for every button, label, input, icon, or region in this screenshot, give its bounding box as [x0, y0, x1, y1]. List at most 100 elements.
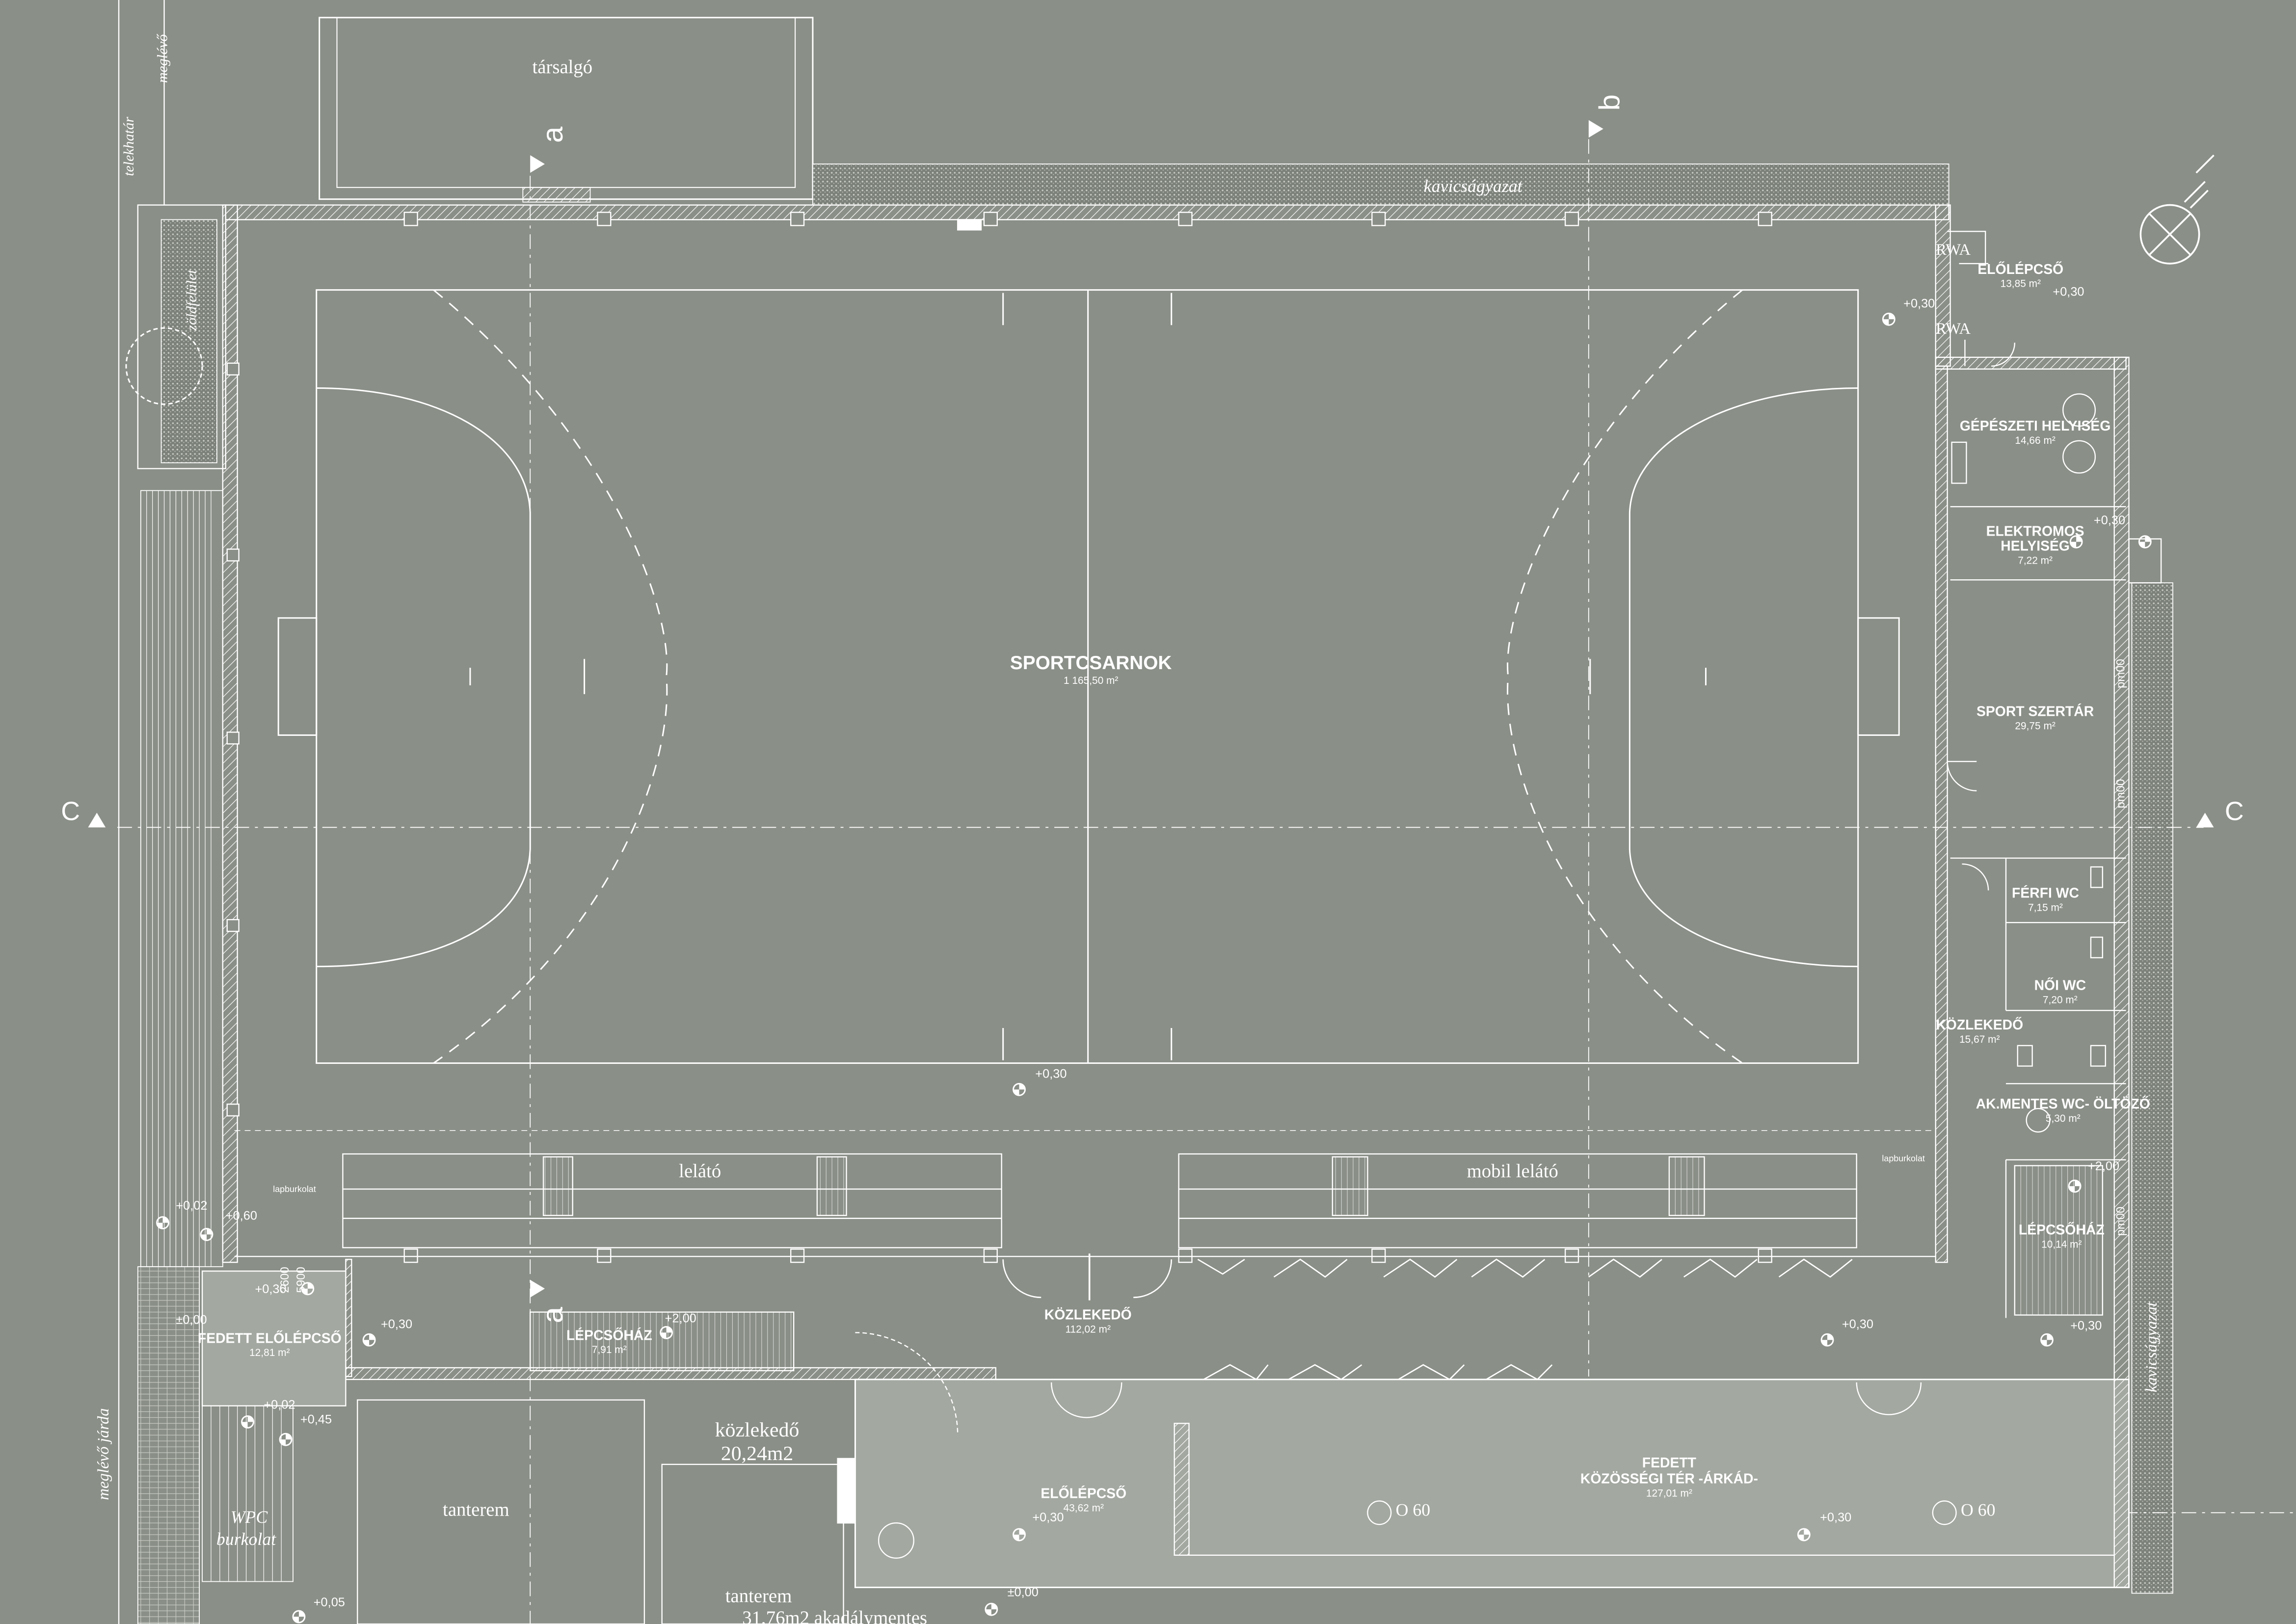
site-labels: kavicságyazat kavicságyazat zöldfelület … — [95, 34, 2161, 1549]
svg-text:+0,45: +0,45 — [300, 1412, 332, 1426]
svg-text:a: a — [536, 1306, 569, 1323]
svg-text:±0,00: ±0,00 — [176, 1313, 207, 1327]
svg-text:+2,00: +2,00 — [665, 1312, 696, 1326]
svg-text:RWA: RWA — [1936, 241, 1971, 259]
svg-text:+2,00: +2,00 — [2088, 1159, 2119, 1173]
svg-text:ELŐLÉPCSŐ: ELŐLÉPCSŐ — [1977, 262, 2063, 277]
svg-text:7,15 m²: 7,15 m² — [2028, 902, 2063, 913]
service-rooms — [1947, 231, 2162, 1318]
svg-text:31,76m2 akadálymentes: 31,76m2 akadálymentes — [742, 1607, 927, 1624]
svg-text:mobil lelátó: mobil lelátó — [1467, 1161, 1558, 1182]
tree-icon — [125, 327, 203, 405]
svg-text:zöldfelület: zöldfelület — [184, 270, 200, 331]
svg-text:ELEKTROMOS: ELEKTROMOS — [1986, 524, 2084, 540]
svg-text:127,01 m²: 127,01 m² — [1646, 1488, 1692, 1499]
svg-text:12,81 m²: 12,81 m² — [249, 1347, 290, 1358]
section-labels: a a b C C — [61, 94, 2243, 1323]
svg-text:társalgó: társalgó — [532, 56, 592, 78]
hall-walls — [222, 204, 2130, 1524]
svg-text:FÉRFI WC: FÉRFI WC — [2012, 885, 2079, 901]
svg-text:kavicságyazat: kavicságyazat — [1424, 176, 1523, 196]
svg-text:NŐI WC: NŐI WC — [2034, 977, 2086, 993]
room-labels: ELŐLÉPCSŐ 13,85 m² GÉPÉSZETI HELYISÉG 14… — [198, 262, 2150, 1514]
stands — [234, 1130, 1936, 1257]
svg-text:pm00: pm00 — [2114, 659, 2128, 688]
svg-text:15,67 m²: 15,67 m² — [1959, 1034, 2000, 1045]
svg-text:FEDETT: FEDETT — [1642, 1455, 1696, 1471]
svg-text:ELŐLÉPCSŐ: ELŐLÉPCSŐ — [1041, 1486, 1126, 1501]
existing-labels: társalgó közlekedő 20,24m2 tanterem tant… — [443, 56, 927, 1624]
svg-text:+0,30: +0,30 — [1820, 1511, 1851, 1524]
svg-text:C: C — [61, 796, 80, 826]
svg-text:tanterem: tanterem — [443, 1499, 509, 1520]
svg-text:b: b — [1593, 94, 1626, 110]
svg-text:+0,30: +0,30 — [1035, 1067, 1067, 1081]
existing-building — [319, 17, 814, 203]
site-lines — [118, 0, 294, 1624]
svg-text:29,75 m²: 29,75 m² — [2015, 720, 2055, 731]
svg-text:±0,00: ±0,00 — [1008, 1585, 1039, 1599]
svg-text:5,30 m²: 5,30 m² — [2046, 1113, 2081, 1124]
svg-text:C: C — [2225, 796, 2244, 826]
svg-text:43,62 m²: 43,62 m² — [1064, 1502, 1104, 1514]
svg-text:+0,60: +0,60 — [226, 1209, 257, 1223]
svg-text:meglévő járda: meglévő járda — [95, 1408, 112, 1500]
svg-text:+0,02: +0,02 — [176, 1199, 207, 1213]
svg-text:a: a — [536, 126, 569, 143]
svg-text:FEDETT ELŐLÉPCSŐ: FEDETT ELŐLÉPCSŐ — [198, 1330, 342, 1346]
svg-text:+0,30: +0,30 — [1903, 297, 1935, 310]
svg-text:AK.MENTES WC- ÖLTÖZŐ: AK.MENTES WC- ÖLTÖZŐ — [1976, 1096, 2150, 1112]
gravel-strip-right — [2131, 582, 2173, 1594]
svg-text:5900: 5900 — [294, 1267, 308, 1293]
svg-text:lapburkolat: lapburkolat — [1882, 1153, 1924, 1163]
svg-text:+0,30: +0,30 — [255, 1282, 286, 1296]
svg-text:+0,30: +0,30 — [2053, 285, 2084, 299]
hall-area: 1 165,50 m² — [1064, 675, 1118, 686]
svg-text:WPC: WPC — [231, 1507, 268, 1527]
svg-text:burkolat: burkolat — [216, 1529, 276, 1549]
court-markings — [277, 289, 1900, 1064]
svg-text:meglévő: meglévő — [154, 34, 170, 83]
hall-name: SPORTCSARNOK — [1010, 652, 1172, 674]
svg-text:14,66 m²: 14,66 m² — [2015, 435, 2055, 446]
svg-text:telekhatár: telekhatár — [121, 116, 137, 176]
svg-text:O 60: O 60 — [1396, 1500, 1431, 1519]
svg-text:közlekedő: közlekedő — [715, 1419, 800, 1441]
svg-text:+0,05: +0,05 — [314, 1596, 345, 1609]
svg-text:KÖZÖSSÉGI TÉR -ÁRKÁD-: KÖZÖSSÉGI TÉR -ÁRKÁD- — [1580, 1471, 1758, 1487]
svg-text:7,22 m²: 7,22 m² — [2018, 555, 2053, 566]
north-arrow-icon — [2139, 154, 2215, 265]
svg-text:GÉPÉSZETI HELYISÉG: GÉPÉSZETI HELYISÉG — [1960, 418, 2111, 434]
svg-text:KÖZLEKEDŐ: KÖZLEKEDŐ — [1936, 1017, 2023, 1033]
svg-text:kavicságyazat: kavicságyazat — [2143, 1301, 2161, 1392]
level-labels: +0,30 +0,30 +0,30 +0,30 +0,30 +0,30 +0,3… — [176, 285, 2125, 1610]
section-lines — [117, 139, 2296, 1624]
svg-text:2600: 2600 — [278, 1267, 292, 1293]
svg-text:10,14 m²: 10,14 m² — [2041, 1239, 2082, 1250]
svg-text:LÉPCSŐHÁZ: LÉPCSŐHÁZ — [2019, 1222, 2105, 1238]
svg-text:HELYISÉG: HELYISÉG — [2001, 539, 2070, 554]
svg-text:tanterem: tanterem — [725, 1585, 792, 1606]
svg-text:pm00: pm00 — [2114, 1207, 2128, 1236]
svg-text:+0,02: +0,02 — [264, 1398, 295, 1412]
svg-text:7,91 m²: 7,91 m² — [592, 1344, 627, 1355]
svg-text:lelátó: lelátó — [679, 1161, 721, 1182]
svg-text:7,20 m²: 7,20 m² — [2043, 994, 2078, 1005]
svg-text:+0,30: +0,30 — [2094, 514, 2125, 527]
dimension-labels: 2600 5900 — [278, 1267, 308, 1293]
svg-text:+0,30: +0,30 — [1842, 1317, 1873, 1331]
structural-columns — [226, 212, 1772, 1263]
svg-text:lapburkolat: lapburkolat — [273, 1184, 316, 1194]
svg-text:SPORT SZERTÁR: SPORT SZERTÁR — [1976, 704, 2094, 720]
svg-text:+0,30: +0,30 — [1032, 1511, 1064, 1524]
svg-text:RWA: RWA — [1936, 320, 1971, 338]
pm-labels: pm00 pm00 pm00 — [2114, 659, 2128, 1236]
svg-text:KÖZLEKEDŐ: KÖZLEKEDŐ — [1044, 1307, 1132, 1323]
svg-text:LÉPCSŐHÁZ: LÉPCSŐHÁZ — [566, 1327, 652, 1343]
lower-building — [201, 1270, 2130, 1624]
folding-doors — [1002, 1253, 1853, 1380]
svg-text:20,24m2: 20,24m2 — [721, 1442, 793, 1465]
svg-text:+0,30: +0,30 — [381, 1317, 412, 1331]
gravel-strip-top — [812, 163, 1949, 206]
